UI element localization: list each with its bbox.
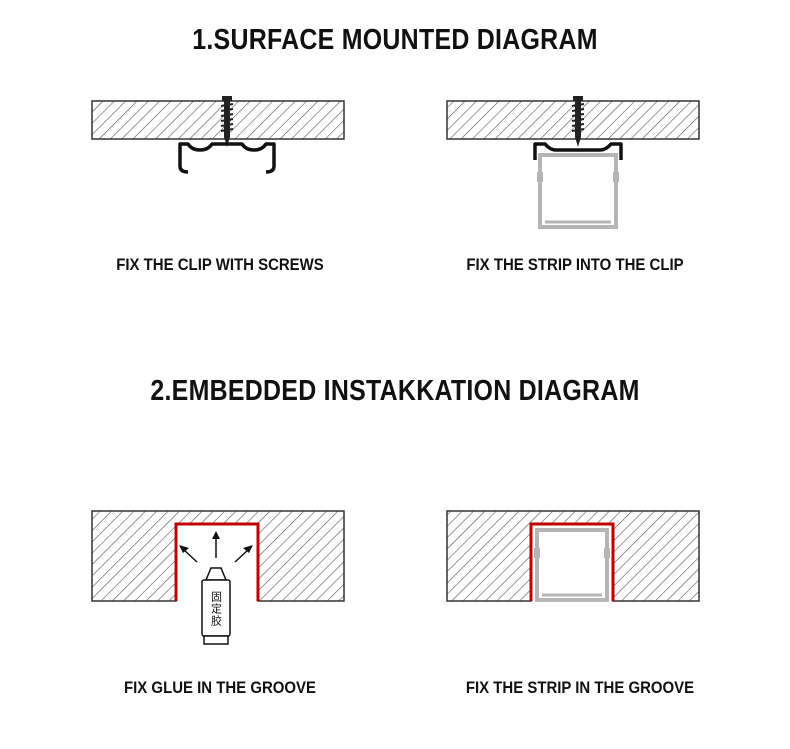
mounting-clip (178, 142, 276, 174)
embedded-step1-figure (91, 510, 345, 645)
arrow-up-right-icon (234, 545, 253, 563)
ceiling-slab (91, 100, 345, 140)
led-profile (534, 528, 610, 602)
section2-title: 2.EMBEDDED INSTAKKATION DIAGRAM (150, 375, 640, 407)
section2-step1-caption: FIX GLUE IN THE GROOVE (123, 678, 317, 697)
mounting-clip (533, 142, 623, 160)
section1-title: 1.SURFACE MOUNTED DIAGRAM (192, 24, 598, 56)
surface-step2-figure (446, 96, 700, 229)
groove-outline (174, 522, 260, 601)
screw-icon (571, 96, 585, 147)
section2-step2-caption: FIX THE STRIP IN THE GROOVE (465, 678, 695, 697)
section1-step1-caption: FIX THE CLIP WITH SCREWS (116, 255, 324, 274)
section1-step2-caption: FIX THE STRIP INTO THE CLIP (466, 255, 684, 274)
arrow-up-icon (212, 531, 220, 558)
embedded-step2-figure (446, 510, 700, 602)
surface-step1-figure (91, 96, 345, 174)
glue-tube-icon (201, 567, 231, 645)
led-profile (537, 153, 619, 229)
screw-icon (220, 96, 234, 147)
groove-outline (529, 522, 615, 601)
glue-tube-label: 固定胶 (210, 591, 223, 627)
arrow-up-left-icon (179, 545, 198, 563)
